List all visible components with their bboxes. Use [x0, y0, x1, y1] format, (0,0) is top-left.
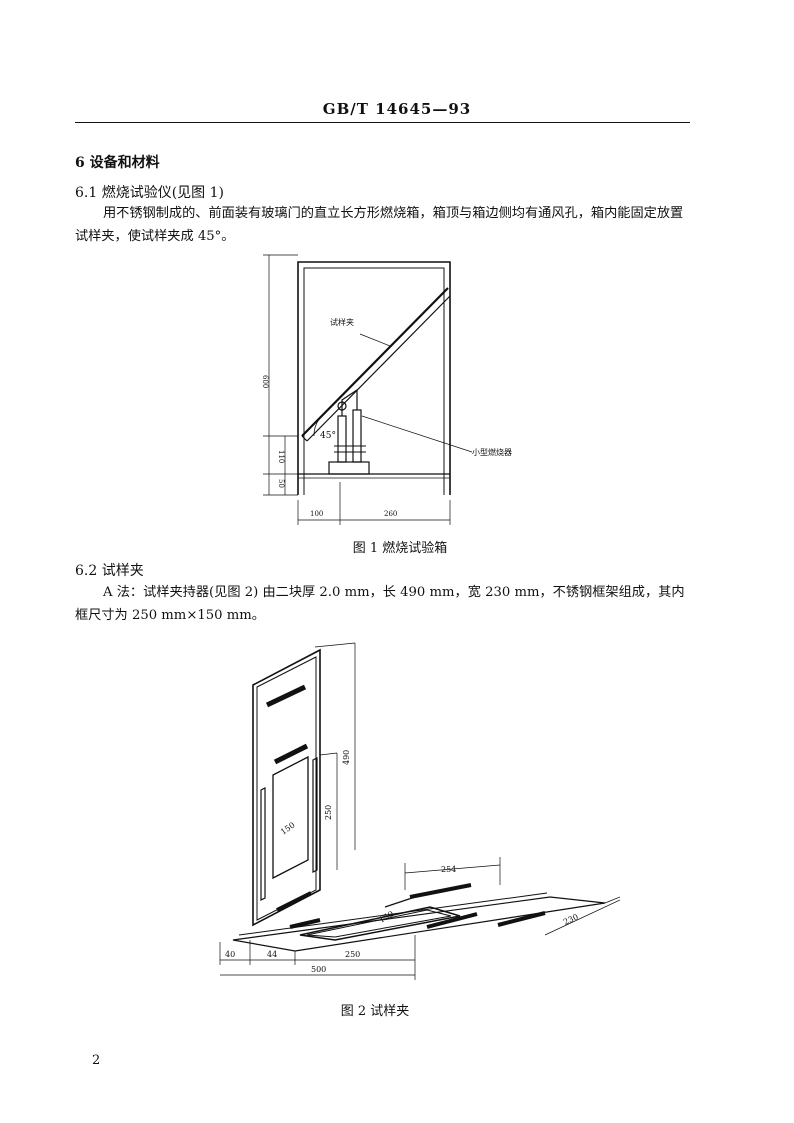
base-inner-frame: [299, 906, 461, 941]
dim-110: 110: [277, 450, 285, 463]
figure-2-caption: 图 2 试样夹: [340, 1004, 410, 1019]
label-angle-45: 45°: [320, 431, 336, 441]
dim-230: 230: [562, 912, 580, 927]
upright-inner-frame: [272, 755, 309, 880]
label-specimen-clamp: 试样夹: [330, 317, 354, 327]
paragraph-6-1: 用不锈钢制成的、前面装有玻璃门的直立长方形燃烧箱，箱顶与箱边侧均有通风孔，箱内能…: [75, 206, 684, 244]
page-number: 2: [92, 1053, 101, 1068]
dim-44: 44: [267, 950, 277, 959]
figure-2-diagram: 490 250 150 254 150 230 40 44 250 500: [219, 642, 620, 980]
figure-1-caption: 图 1 燃烧试验箱: [352, 541, 448, 556]
upright-clamp-plate: [252, 648, 321, 927]
dim-150-horizontal: 150: [378, 909, 396, 924]
figure-1-diagram: 试样夹 小型燃烧器 45° 600 110 50 100 260: [261, 254, 512, 525]
standard-number-header: GB/T 14645—93: [322, 100, 472, 118]
dim-490: 490: [342, 750, 351, 765]
burner-box-frame: [297, 261, 451, 495]
label-small-burner: 小型燃烧器: [472, 447, 512, 457]
paragraph-6-2: A 法：试样夹持器(见图 2) 由二块厚 2.0 mm，长 490 mm，宽 2…: [75, 585, 685, 623]
dim-250-vertical: 250: [324, 805, 333, 820]
header-rule: [75, 122, 690, 123]
dim-254: 254: [441, 865, 456, 874]
subsection-heading-6-1: 6.1 燃烧试验仪(见图 1): [75, 185, 224, 201]
dim-600: 600: [261, 375, 269, 388]
burner-base: [328, 461, 370, 475]
small-burner: [337, 415, 347, 463]
dim-40: 40: [225, 950, 235, 959]
dim-150-vertical: 150: [279, 821, 297, 837]
dim-250-horizontal: 250: [345, 950, 360, 959]
subsection-heading-6-2: 6.2 试样夹: [75, 563, 144, 579]
section-heading: 6 设备和材料: [75, 155, 160, 171]
dim-100: 100: [310, 510, 323, 518]
dim-50: 50: [277, 479, 285, 488]
specimen-clamp: [301, 287, 449, 437]
dim-260: 260: [384, 510, 397, 518]
dim-500: 500: [311, 965, 326, 974]
